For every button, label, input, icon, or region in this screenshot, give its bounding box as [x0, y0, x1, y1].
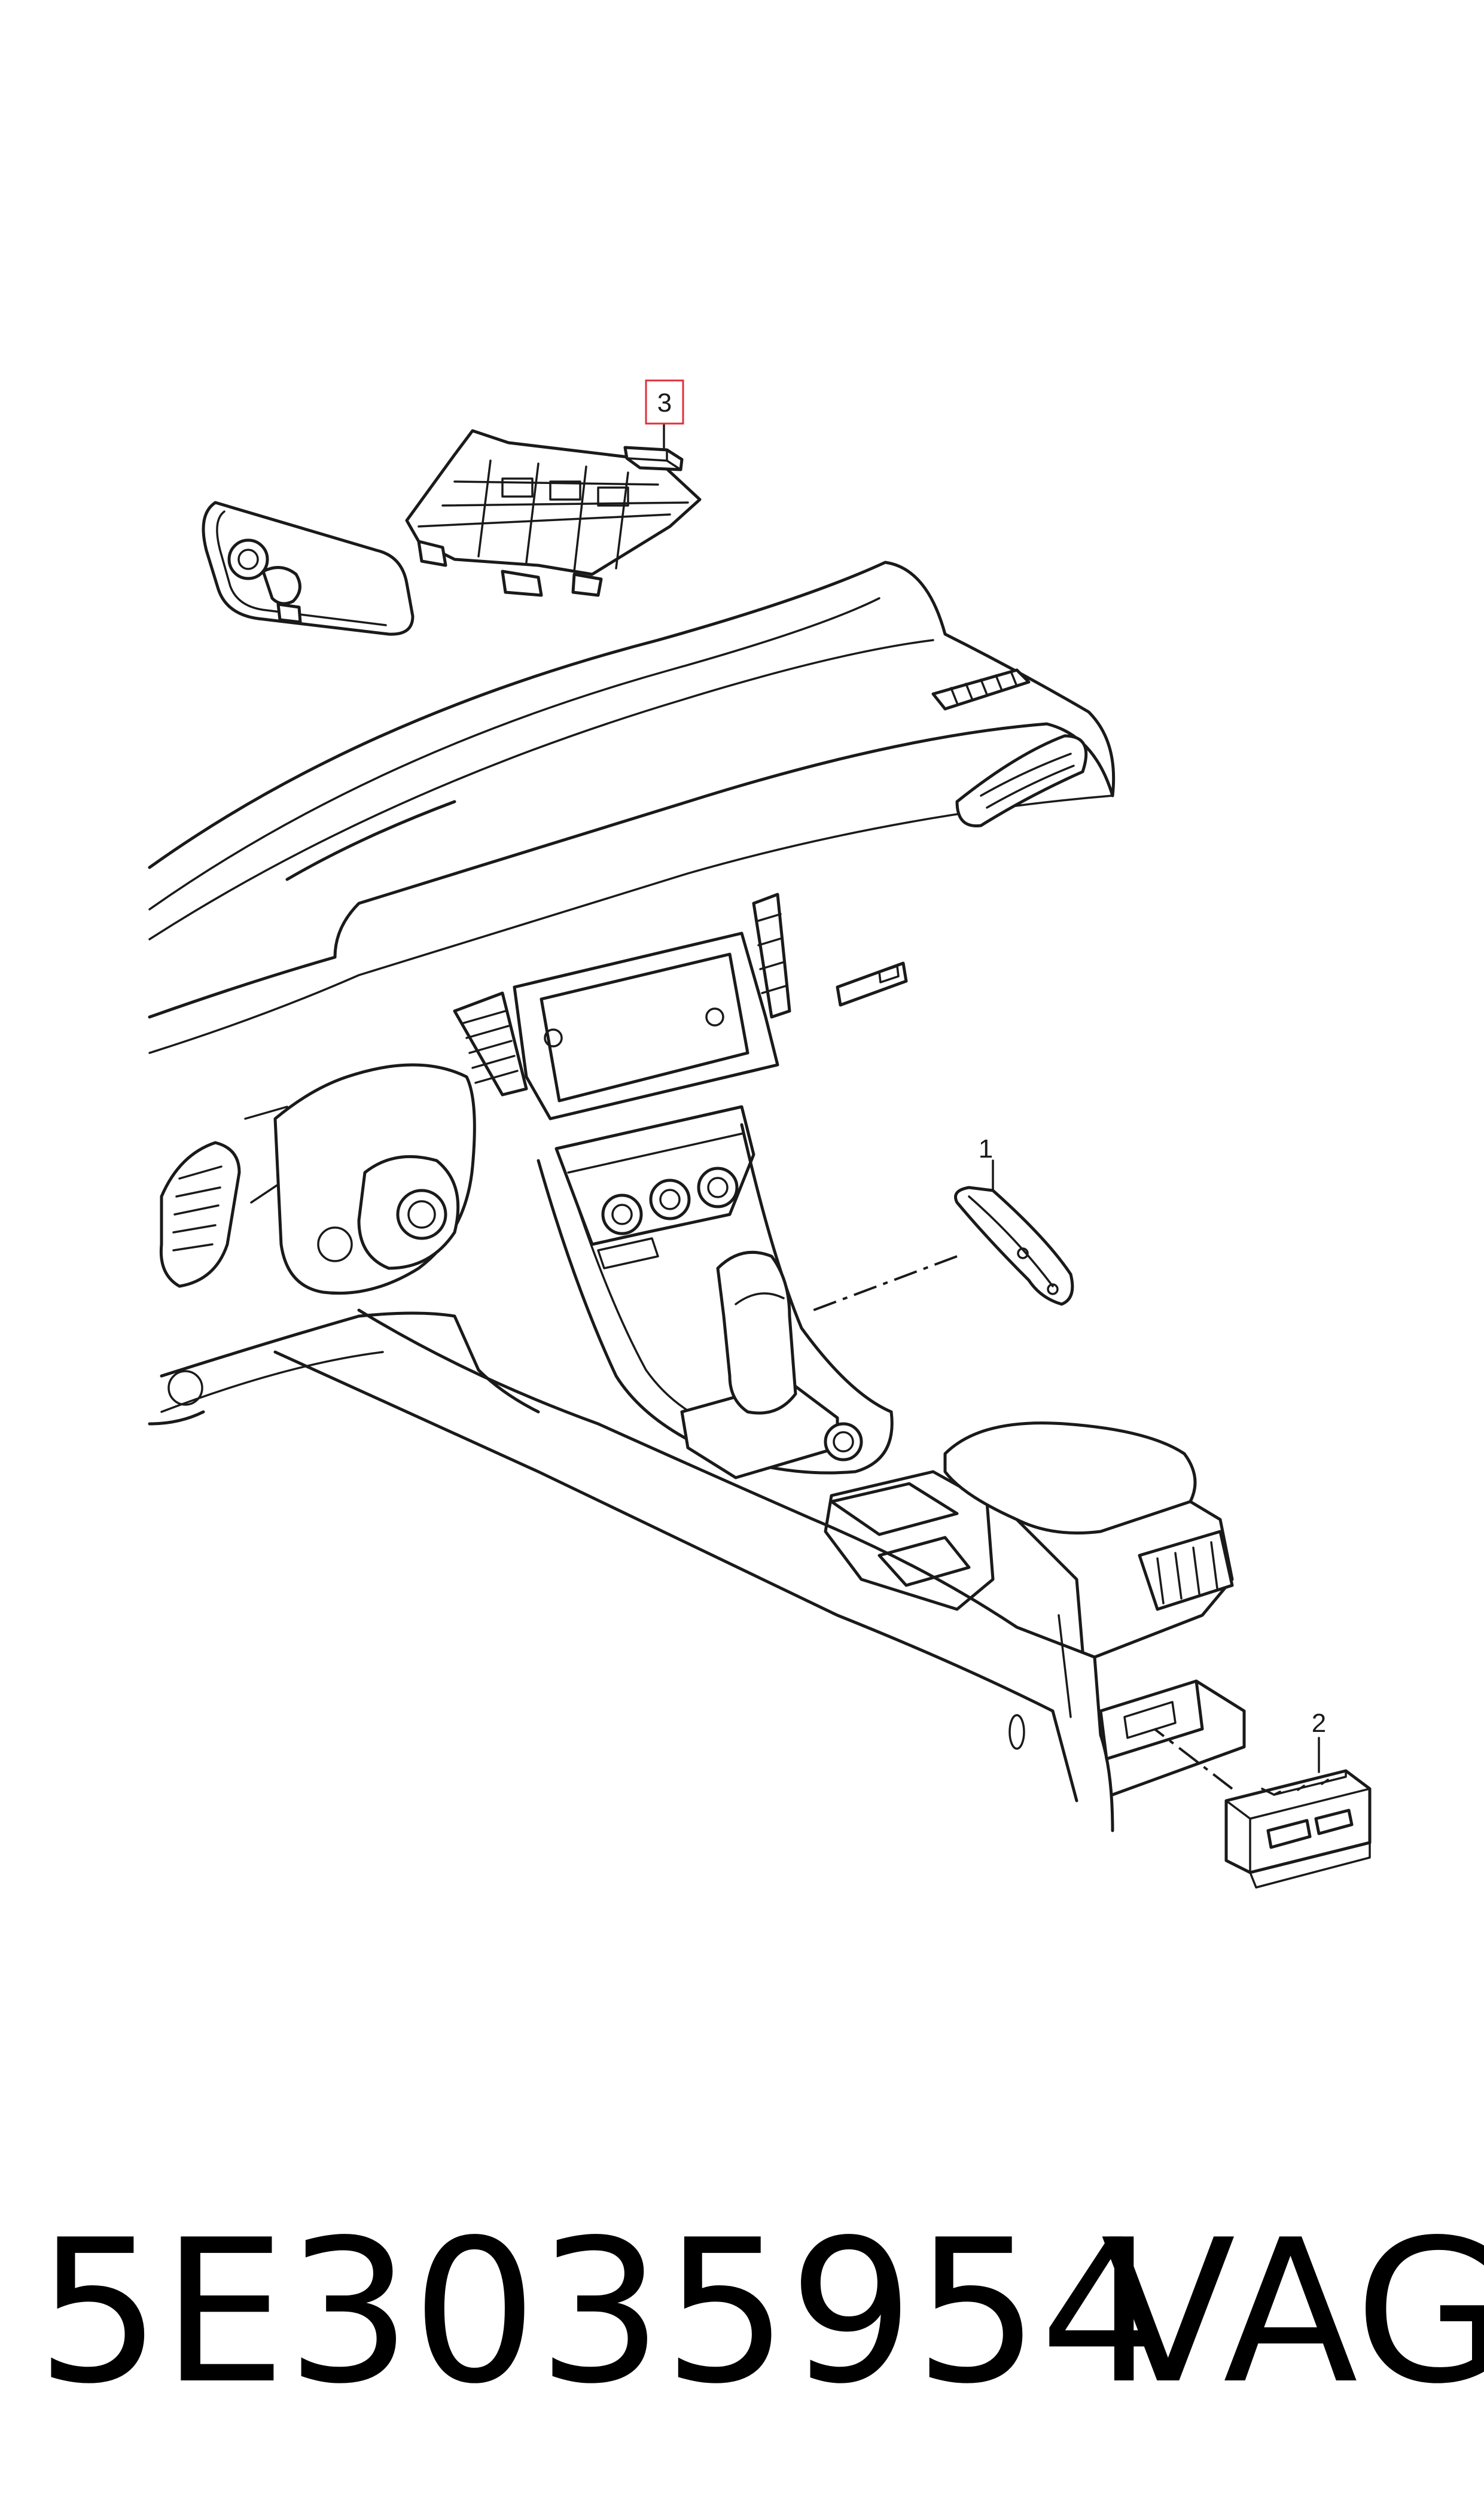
callout-3-highlight-box	[645, 379, 684, 425]
dashboard	[148, 561, 1116, 1426]
callout-1-label: 1	[979, 1134, 993, 1164]
overhead-bracket	[405, 429, 702, 597]
part-3-clip	[623, 446, 684, 471]
part-2-usb-module	[1224, 1769, 1372, 1889]
part-number-label: 5E3035954	[36, 2197, 1166, 2427]
brand-label: VAG	[1101, 2197, 1484, 2427]
callout-3-label: 3	[657, 388, 672, 418]
part-1-trim-strip	[954, 1186, 1074, 1306]
callout-2-label: 2	[1312, 1709, 1326, 1738]
part-2-leader	[1153, 1728, 1233, 1790]
part-1-leader	[813, 1255, 958, 1311]
rearview-mirror	[202, 501, 415, 636]
center-console	[273, 1105, 1246, 1832]
